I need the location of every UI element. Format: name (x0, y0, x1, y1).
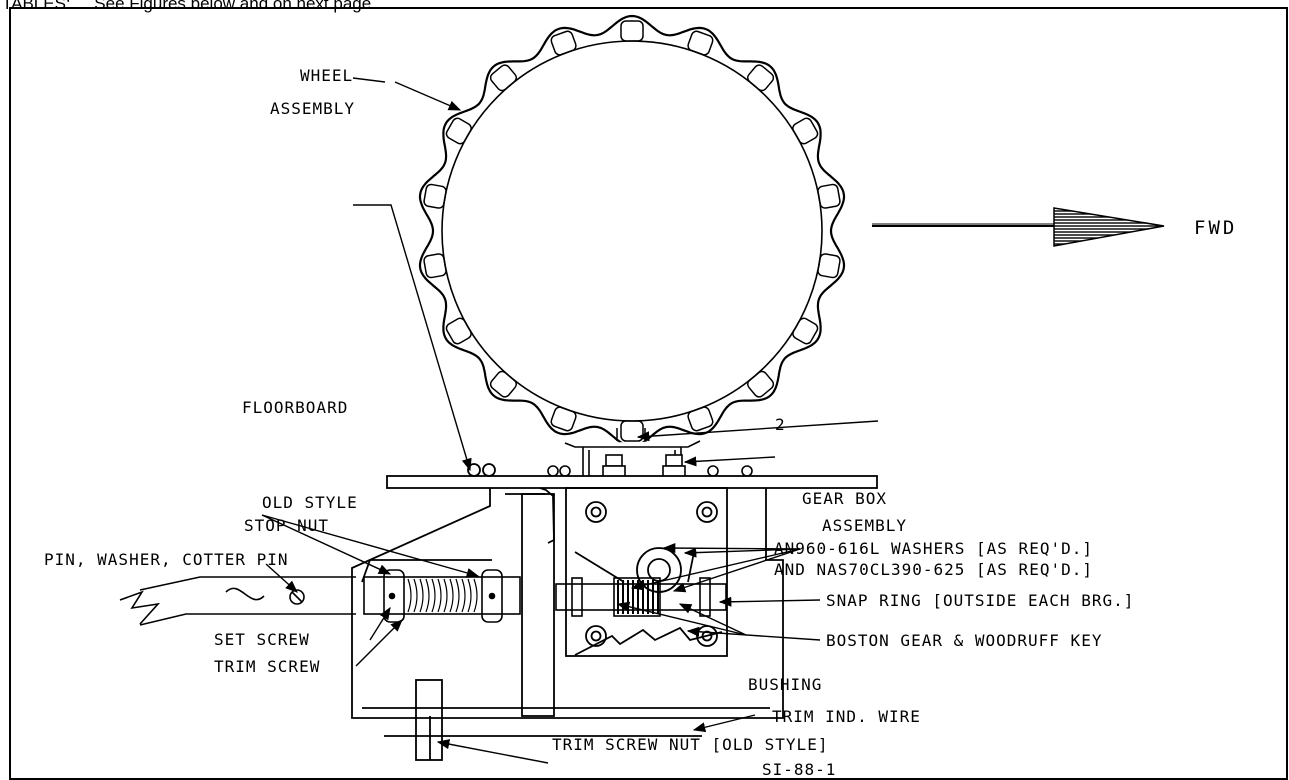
gear-box-label-line1: GEAR BOX (802, 489, 887, 508)
trim-screw-shaft (119, 569, 727, 626)
wheel-inner-rim (441, 40, 823, 422)
wheel-grips (423, 20, 841, 442)
set-screw-label: SET SCREW (214, 630, 310, 649)
pin-washer-label: PIN, WASHER, COTTER PIN (44, 550, 289, 569)
item-2-label: 2 (775, 415, 786, 434)
snap-ring-label: SNAP RING [OUTSIDE EACH BRG.] (826, 591, 1134, 610)
wheel-label-line2: ASSEMBLY (270, 99, 355, 118)
old-style-label-line1: OLD STYLE (262, 493, 358, 512)
caption-text: TABLES: See Figures below and on next pa… (2, 0, 376, 13)
fwd-label: FWD (1194, 217, 1237, 239)
boston-gear-label: BOSTON GEAR & WOODRUFF KEY (826, 631, 1102, 650)
trim-screw-label: TRIM SCREW (214, 657, 320, 676)
trim-screw-nut-label: TRIM SCREW NUT [OLD STYLE] (552, 735, 828, 754)
wheel-label-line1: WHEEL (300, 66, 353, 85)
figure-frame (9, 7, 1288, 780)
gear-box-housing (351, 487, 784, 761)
bushing-label: BUSHING (748, 675, 822, 694)
floorboard (386, 463, 878, 489)
washers-label-line1: AN960-616L WASHERS [AS REQ'D.] (774, 539, 1093, 558)
floorboard-label: FLOORBOARD (242, 398, 348, 417)
forward-arrow (872, 207, 1165, 247)
trim-ind-wire-label: TRIM IND. WIRE (772, 707, 921, 726)
gear-box-label-line2: ASSEMBLY (822, 516, 907, 535)
wheel-outer-rim (418, 14, 846, 448)
figure-id-label: SI-88-1 (762, 760, 836, 779)
washers-label-line2: AND NAS70CL390-625 [AS REQ'D.] (774, 560, 1093, 579)
old-style-label-line2: STOP NUT (244, 516, 329, 535)
leader-lines (261, 77, 879, 764)
wheel-assembly (418, 14, 846, 448)
